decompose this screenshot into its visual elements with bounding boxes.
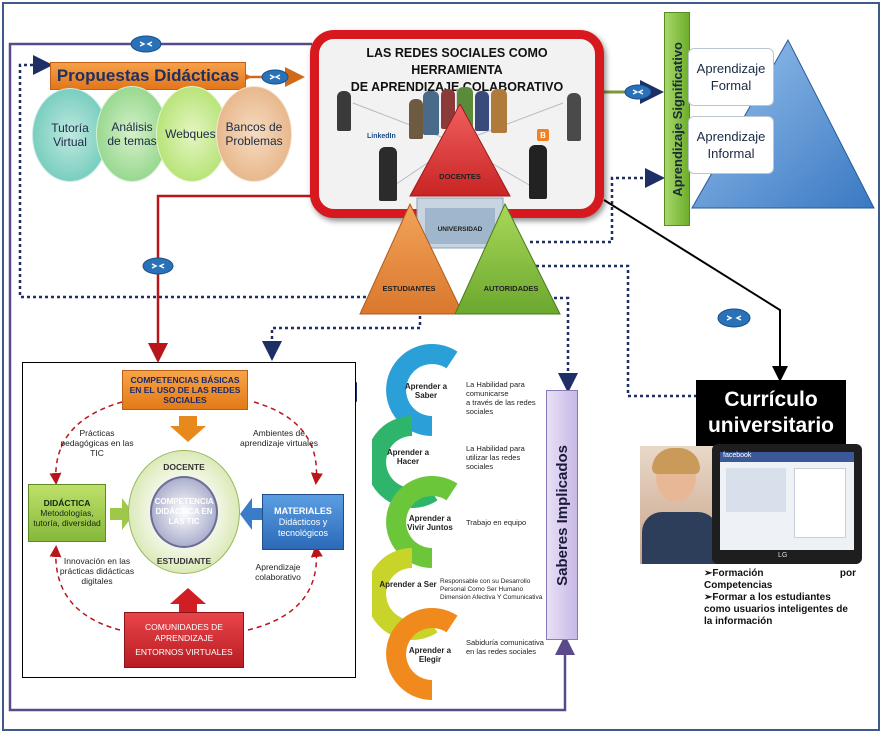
label-autoridades: AUTORIDADES <box>483 284 539 293</box>
propuesta-circle-bancos: Bancos de Problemas <box>216 86 292 182</box>
router-icon <box>130 35 162 53</box>
saber-desc-2: Trabajo en equipo <box>466 518 527 527</box>
propuesta-circle-analisis: Análisis de temas <box>96 86 168 182</box>
saber-label-1: Aprender a Hacer <box>386 448 430 466</box>
saber-label-0: Aprender a Saber <box>404 382 448 400</box>
main-title-line1: LAS REDES SOCIALES COMO HERRAMIENTA <box>366 46 548 77</box>
saber-label-3: Aprender a Ser <box>379 580 437 589</box>
materiales-box: MATERIALES Didácticos y tecnológicos <box>262 494 344 550</box>
lg-logo: LG <box>778 552 788 559</box>
facebook-header: facebook <box>720 452 854 462</box>
aprendizaje-formal-box: Aprendizaje Formal <box>688 48 774 106</box>
competencia-didactica-circle: COMPETENCIA DIDÁCTICA EN LAS TIC <box>150 476 218 548</box>
note-innovacion: Innovación en las prácticas didácticas d… <box>59 556 135 586</box>
monitor-screen: facebook <box>720 452 854 550</box>
linkedin-logo: LinkedIn <box>367 133 396 140</box>
main-title-line2: DE APRENDIZAJE COLABORATIVO <box>350 80 564 94</box>
curriculo-title-line2: universitario <box>707 414 835 437</box>
note-ambientes: Ambientes de aprendizaje virtuales <box>240 428 318 448</box>
label-docentes: DOCENTES <box>439 172 481 181</box>
triangle-autoridades <box>454 202 561 315</box>
woman-photo <box>640 446 720 564</box>
saber-desc-1: La Habilidad para utilizar las redes soc… <box>466 444 525 471</box>
label-universidad: UNIVERSIDAD <box>437 226 483 233</box>
saber-label-4: Aprender a Elegir <box>408 646 452 664</box>
propuestas-title: Propuestas Didácticas <box>50 62 246 90</box>
monitor: facebook LG <box>712 444 862 564</box>
saberes-title: Saberes Implicados <box>553 444 571 586</box>
center-estudiante: ESTUDIANTE <box>156 556 212 566</box>
label-estudiantes: ESTUDIANTES <box>382 284 436 293</box>
red-line <box>148 194 318 363</box>
curriculo-box: Currículo universitario <box>696 380 846 446</box>
propuesta-circle-tutoria: Tutoría Virtual <box>32 88 108 182</box>
note-practicas: Prácticas pedagógicas en las TIC <box>60 428 134 458</box>
curriculo-title-line1: Currículo <box>724 388 818 411</box>
didactica-box: DIDÁCTICA Metodologías, tutoría, diversi… <box>28 484 106 542</box>
competencias-basicas-box: COMPETENCIAS BÁSICAS EN EL USO DE LAS RE… <box>122 370 248 410</box>
triangle-docentes <box>409 104 511 197</box>
center-docente: DOCENTE <box>163 462 205 472</box>
saber-label-2: Aprender a Vivir Juntos <box>407 514 453 532</box>
dotted-left-line <box>18 55 420 299</box>
comunidades-box: COMUNIDADES DE APRENDIZAJE ENTORNOS VIRT… <box>124 612 244 668</box>
actors-triangles <box>359 104 561 315</box>
saber-desc-3: Responsable con su Desarrollo Personal C… <box>440 578 543 601</box>
saberes-spiral <box>372 344 458 700</box>
saberes-title-bar: Saberes Implicados <box>546 390 578 640</box>
bullet-formar: ➢Formar a los estudiantes como usuarios … <box>704 592 848 627</box>
people-network-image: LinkedIn B <box>323 83 591 201</box>
aprendizaje-informal-box: Aprendizaje Informal <box>688 116 774 174</box>
triangle-estudiantes <box>359 202 464 315</box>
note-colaborativo: Aprendizaje colaborativo <box>255 562 301 582</box>
blogger-logo: B <box>537 129 549 141</box>
purple-loop-line <box>8 42 575 712</box>
